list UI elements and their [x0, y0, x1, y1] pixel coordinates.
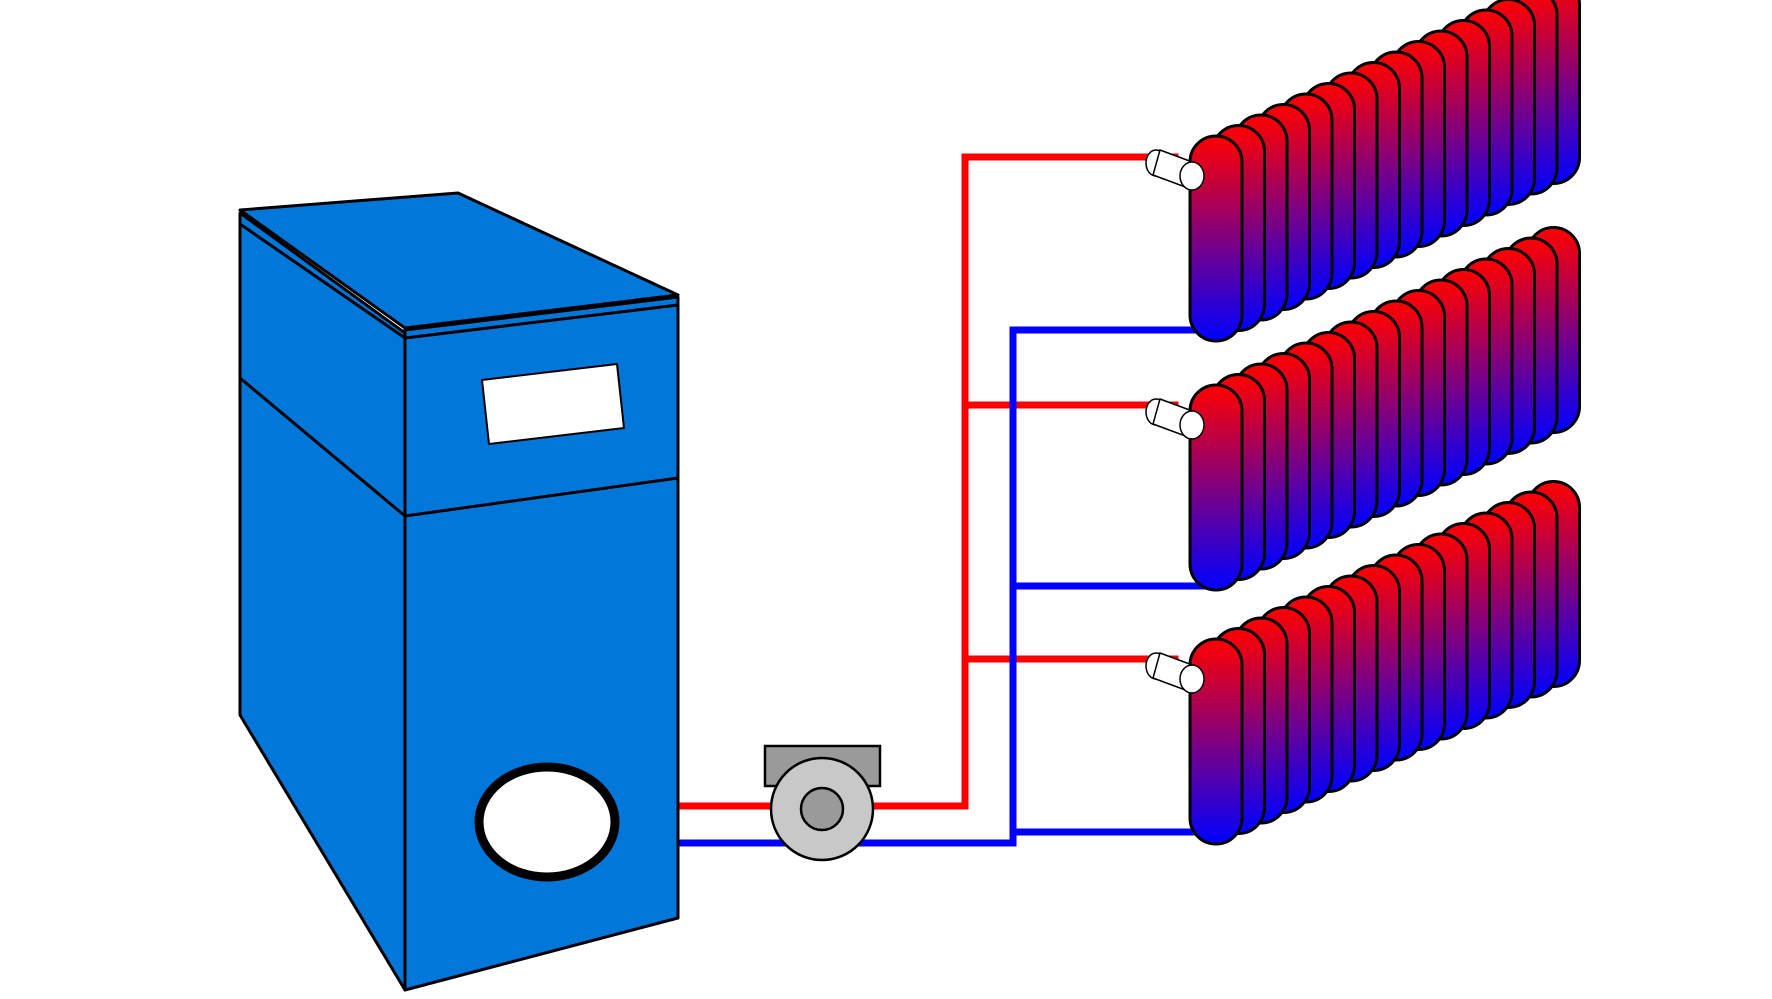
boiler-left-seam: [239, 376, 406, 518]
boiler-left-side: [238, 211, 407, 992]
boiler-top-rim-front: [404, 303, 679, 340]
boiler-top: [238, 191, 680, 330]
boiler-burner-window: [474, 762, 620, 882]
boiler-front-seam: [404, 476, 679, 518]
radiator-valve-icon: [1145, 149, 1205, 191]
radiator-3: [1145, 480, 1581, 846]
radiator-section: [1188, 383, 1244, 592]
supply-main-pipe: [676, 153, 1179, 810]
pump-rotor: [799, 786, 845, 832]
radiator-2: [1145, 226, 1581, 592]
boiler-icon: [238, 191, 680, 992]
radiators: [1145, 0, 1581, 846]
boiler-top-rim-left: [239, 222, 406, 340]
radiator-1: [1145, 0, 1581, 343]
radiator-section: [1188, 637, 1244, 846]
radiator-section: [1188, 134, 1244, 343]
radiator-valve-icon: [1145, 398, 1205, 440]
radiator-valve-icon: [1145, 652, 1205, 694]
supply-pipes: [676, 153, 1179, 810]
boiler-control-panel: [481, 363, 625, 445]
circulation-pump-icon: [763, 744, 882, 862]
